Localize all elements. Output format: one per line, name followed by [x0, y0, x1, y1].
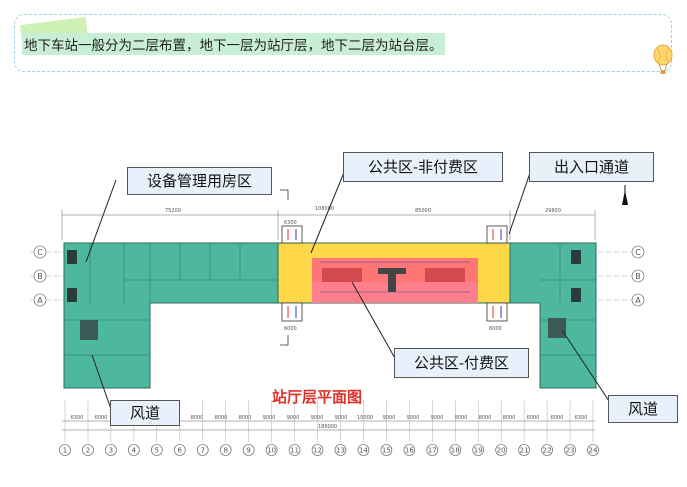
north-arrow-icon: [622, 185, 628, 205]
row-axis-label: C: [37, 248, 43, 257]
column-axis-bubble: [564, 444, 576, 456]
span-dimension: 9000: [407, 415, 420, 421]
column-axis-bubble: [380, 444, 393, 456]
row-axis-label: B: [635, 272, 641, 281]
balloon-icon: [653, 44, 673, 82]
span-dimension: 6000: [551, 415, 564, 421]
column-axis-label: 15: [382, 447, 391, 455]
column-axis-label: 20: [497, 447, 506, 455]
row-axis-label: B: [37, 272, 43, 281]
span-dimension: 8000: [455, 415, 468, 421]
column-axis-bubble: [59, 444, 71, 456]
callout-equipment-rooms: 设备管理用房区: [127, 167, 272, 195]
row-axis-bubble: [631, 245, 645, 259]
dim-top-center: 108000: [315, 206, 334, 212]
callout-air-duct-right: 风道: [608, 395, 678, 423]
column-axis-label: 13: [336, 447, 345, 455]
column-axis-label: 23: [566, 447, 575, 455]
column-axis-label: 8: [223, 447, 227, 455]
row-axis-label: C: [635, 248, 641, 257]
dim-entrance-b: 6000: [284, 326, 297, 332]
callout-public-unpaid: 公共区-非付费区: [343, 152, 503, 182]
column-axis-label: 9: [246, 447, 250, 455]
dim-entrance-a: 6300: [284, 220, 297, 226]
column-axis-bubble: [219, 444, 232, 456]
dim-entrance-c: 6000: [489, 326, 502, 332]
span-dimension: 6000: [527, 415, 540, 421]
row-axis-bubble: [33, 245, 47, 259]
column-axis-label: 3: [109, 447, 113, 455]
row-axis-bubble: [33, 293, 47, 307]
span-dimension: 8000: [503, 415, 516, 421]
column-axis-label: 6: [178, 447, 183, 455]
column-axis-bubble: [311, 444, 324, 456]
row-axis-bubble: [631, 269, 645, 283]
dim-top-center2: 85000: [415, 208, 431, 214]
callout-public-paid: 公共区-付费区: [394, 348, 529, 378]
column-axis-bubble: [587, 444, 599, 456]
column-axis-bubble: [518, 444, 530, 456]
column-axis-label: 17: [428, 447, 437, 455]
span-dimension: 6000: [95, 415, 108, 421]
row-axis-bubble: [631, 293, 645, 307]
column-axis-bubble: [288, 444, 301, 456]
span-dimension: 9000: [263, 415, 276, 421]
column-axis-bubble: [426, 444, 439, 456]
span-dimension: 8000: [215, 415, 228, 421]
callout-air-duct-left: 风道: [110, 400, 180, 426]
column-axis-bubble: [472, 444, 485, 456]
note-box: [14, 14, 672, 72]
column-axis-bubble: [403, 444, 416, 456]
column-axis-bubble: [105, 444, 117, 456]
span-dimension: 6300: [71, 415, 84, 421]
span-dimension: 9000: [335, 415, 348, 421]
column-axis-label: 16: [405, 447, 414, 455]
callout-entrance-passage: 出入口通道: [529, 152, 654, 182]
column-axis-label: 1: [63, 447, 67, 455]
row-axis-label: A: [635, 296, 641, 305]
column-axis-label: 14: [359, 447, 368, 455]
column-axis-label: 18: [451, 447, 460, 455]
span-dimension: 9000: [383, 415, 396, 421]
column-axis-bubble: [265, 444, 278, 456]
column-axis-label: 19: [474, 447, 483, 455]
column-axis-label: 2: [86, 447, 90, 455]
column-axis-label: 4: [132, 447, 137, 455]
column-axis-bubble: [541, 444, 553, 456]
column-axis-bubble: [82, 444, 94, 456]
column-axis-label: 7: [201, 447, 205, 455]
column-axis-bubble: [196, 444, 209, 456]
column-axis-label: 21: [520, 447, 529, 455]
column-axis-bubble: [173, 444, 186, 456]
column-axis-bubble: [242, 444, 255, 456]
span-dimension: 10000: [357, 415, 373, 421]
note-text: 地下车站一般分为二层布置，地下一层为站厅层，地下二层为站台层。: [22, 33, 445, 55]
column-axis-bubble: [334, 444, 347, 456]
column-axis-bubble: [151, 444, 163, 456]
column-axis-label: 12: [313, 447, 322, 455]
column-axis-bubble: [357, 444, 370, 456]
span-dimension: 9000: [287, 415, 300, 421]
span-dimension: 9000: [431, 415, 444, 421]
column-axis-bubble: [495, 444, 507, 456]
row-axis-bubble: [33, 269, 47, 283]
span-dimension: 9000: [311, 415, 324, 421]
row-axis-label: A: [37, 296, 43, 305]
column-axis-label: 24: [589, 447, 598, 455]
span-dimension: 6300: [575, 415, 588, 421]
column-axis-label: 22: [543, 447, 552, 455]
column-axis-bubble: [449, 444, 462, 456]
column-axis-bubble: [128, 444, 140, 456]
dim-total: 186000: [318, 424, 337, 430]
span-dimension: 8000: [191, 415, 204, 421]
dim-top-right: 29800: [545, 208, 561, 214]
plan-title: 站厅层平面图: [272, 388, 363, 406]
column-axis-label: 10: [267, 447, 276, 455]
column-axis-label: 11: [290, 447, 299, 455]
column-axis-label: 5: [155, 447, 159, 455]
dim-top-left: 75200: [165, 208, 181, 214]
span-dimension: 8000: [239, 415, 252, 421]
span-dimension: 8000: [479, 415, 492, 421]
